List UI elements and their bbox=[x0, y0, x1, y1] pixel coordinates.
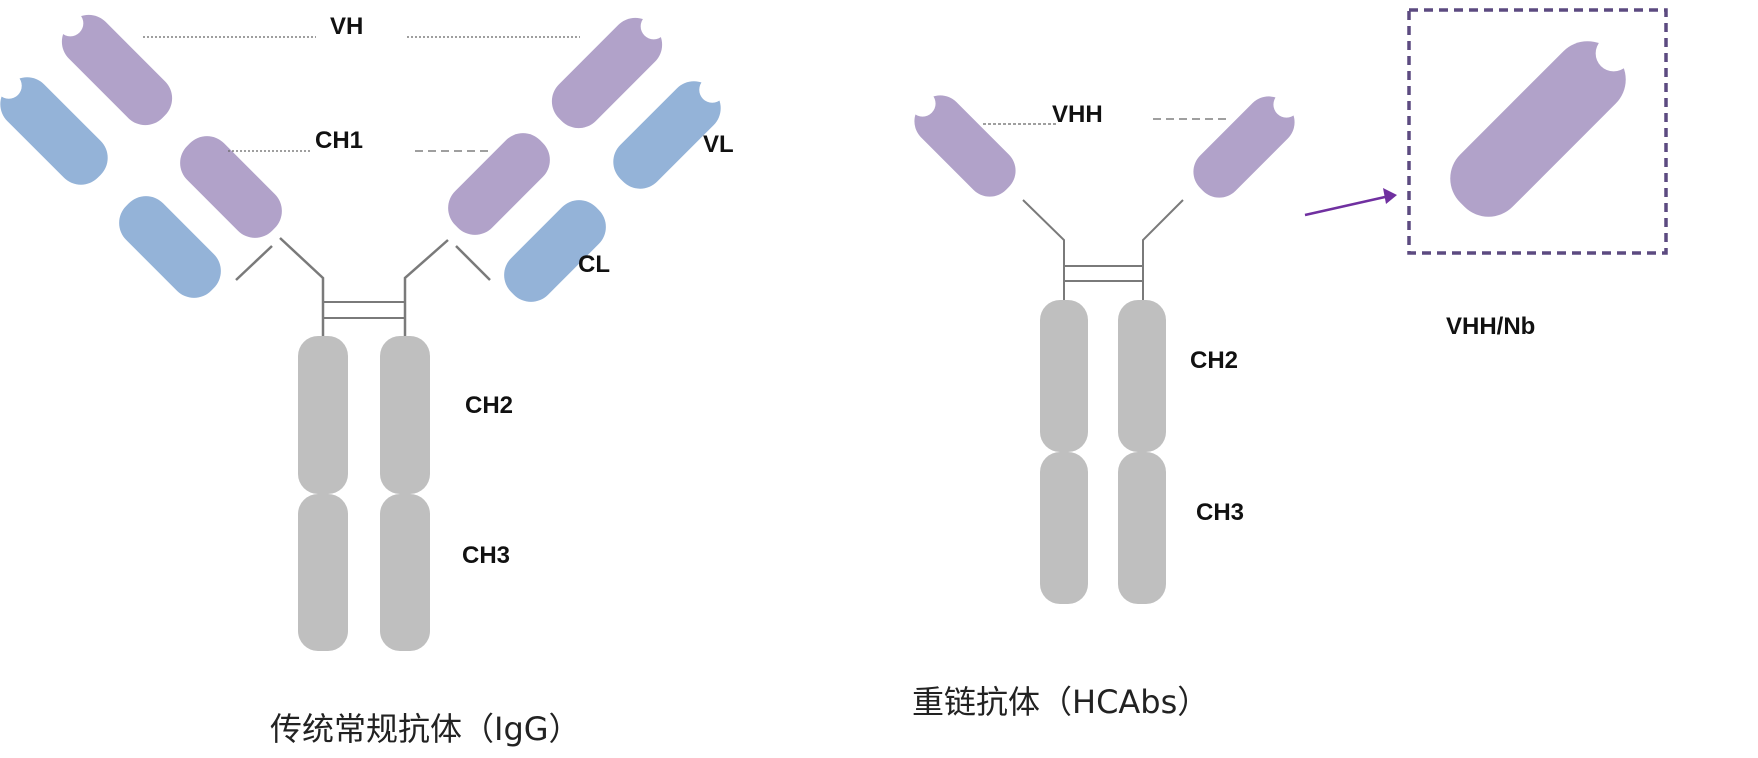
igg-vh-domain-right bbox=[551, 17, 663, 129]
igg-fab-arm-left bbox=[0, 10, 282, 298]
hcab-ch2-domain-right bbox=[1118, 300, 1166, 452]
igg-vl-label: VL bbox=[703, 131, 734, 158]
arrow-icon-head bbox=[1383, 188, 1397, 204]
igg-cl-domain-left bbox=[119, 196, 221, 298]
hcab-caption: 重链抗体（HCAbs） bbox=[912, 683, 1209, 721]
igg-vh-label: VH bbox=[330, 13, 363, 40]
hcab-hinge bbox=[1022, 199, 1184, 300]
nanobody-vhh-domain bbox=[1450, 41, 1626, 217]
igg-vl-domain-left bbox=[0, 77, 108, 185]
igg-hinge bbox=[235, 237, 491, 336]
igg-ch1-domain-left bbox=[180, 136, 282, 238]
igg-vl-domain-right bbox=[613, 81, 721, 189]
igg-ch3-domain-left bbox=[298, 494, 348, 651]
nanobody-highlight: VHH/Nb bbox=[1304, 8, 1668, 340]
nanobody-vhh-domain-group bbox=[1450, 35, 1632, 217]
hcab-vhh-domain-right-group bbox=[1193, 91, 1300, 198]
igg-ch1-domain-right bbox=[448, 133, 550, 235]
igg-ch3-label: CH3 bbox=[462, 542, 510, 569]
igg-antibody: VH CH1 VL CL CH2 CH3 传统常规抗体（IgG） bbox=[0, 10, 734, 748]
igg-cl-domain-right bbox=[504, 200, 606, 302]
igg-ch3-domain-right bbox=[380, 494, 430, 651]
igg-caption: 传统常规抗体（IgG） bbox=[270, 710, 581, 748]
arrow-icon bbox=[1304, 195, 1386, 217]
igg-cl-label: CL bbox=[578, 251, 610, 278]
igg-ch2-label: CH2 bbox=[465, 392, 513, 419]
hcab-vhh-domain-left bbox=[914, 95, 1016, 197]
igg-ch2-domain-left bbox=[298, 336, 348, 494]
nanobody-label: VHH/Nb bbox=[1446, 313, 1535, 340]
hcab-antibody: VHH CH2 CH3 重链抗体（HCAbs） bbox=[909, 90, 1300, 721]
hcab-ch2-domain-left bbox=[1040, 300, 1088, 452]
hcab-ch3-domain-right bbox=[1118, 452, 1166, 604]
hcab-vhh-domain-right bbox=[1193, 96, 1295, 198]
hcab-ch3-domain-left bbox=[1040, 452, 1088, 604]
hcab-ch2-label: CH2 bbox=[1190, 347, 1238, 374]
igg-vh-domain-left bbox=[61, 14, 173, 126]
igg-ch1-label: CH1 bbox=[315, 127, 363, 154]
igg-ch2-domain-right bbox=[380, 336, 430, 494]
nanobody-highlight-box bbox=[1407, 8, 1668, 255]
hcab-vhh-label: VHH bbox=[1052, 101, 1103, 128]
igg-fab-arm-right bbox=[448, 13, 726, 302]
hcab-vhh-domain-left-group bbox=[909, 90, 1016, 197]
hcab-ch3-label: CH3 bbox=[1196, 499, 1244, 526]
